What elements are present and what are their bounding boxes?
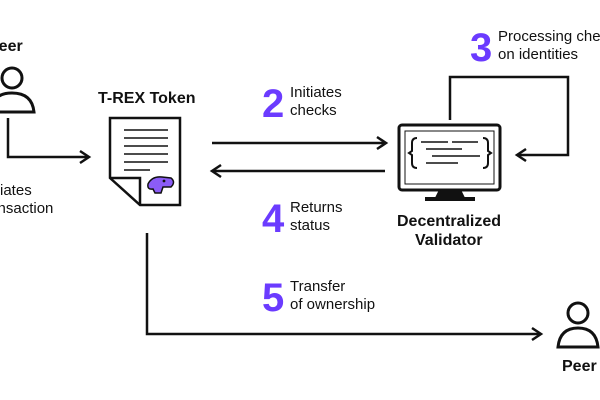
sender-person-icon bbox=[0, 66, 36, 114]
step-1-text: Initiates transaction bbox=[0, 182, 54, 217]
token-document-icon bbox=[108, 116, 182, 207]
receiver-person-icon bbox=[556, 301, 600, 349]
step-4-text: Returns status bbox=[290, 199, 343, 234]
arrowhead-processing-loop bbox=[514, 147, 527, 163]
step-4-number: 4 bbox=[262, 197, 285, 241]
step-3-text: Processing checks on identities bbox=[498, 28, 600, 63]
arrow-processing-loop bbox=[448, 75, 570, 157]
receiver-label: Peer bbox=[562, 358, 597, 375]
arrowhead-returns-status bbox=[209, 163, 222, 179]
sender-label: Peer bbox=[0, 38, 23, 55]
step-5-text: Transfer of ownership bbox=[290, 278, 376, 313]
validator-label-line1: Decentralized bbox=[397, 213, 502, 230]
arrowhead-transfer-ownership bbox=[531, 326, 544, 342]
validator-label-line2: Validator bbox=[415, 232, 483, 249]
step-5-number: 5 bbox=[262, 276, 285, 320]
arrowhead-initiate-checks bbox=[376, 135, 389, 151]
validator-monitor-icon bbox=[397, 123, 502, 201]
trex-mascot-icon bbox=[147, 176, 175, 194]
step-2-number: 2 bbox=[262, 82, 285, 126]
token-label: T-REX Token bbox=[98, 90, 196, 107]
step-2-text: Initiates checks bbox=[290, 84, 342, 119]
step-3-number: 3 bbox=[470, 26, 493, 70]
arrowhead-initiate-transaction bbox=[79, 149, 92, 165]
arrow-initiate-transaction bbox=[6, 118, 88, 159]
arrow-transfer-ownership bbox=[145, 233, 540, 336]
